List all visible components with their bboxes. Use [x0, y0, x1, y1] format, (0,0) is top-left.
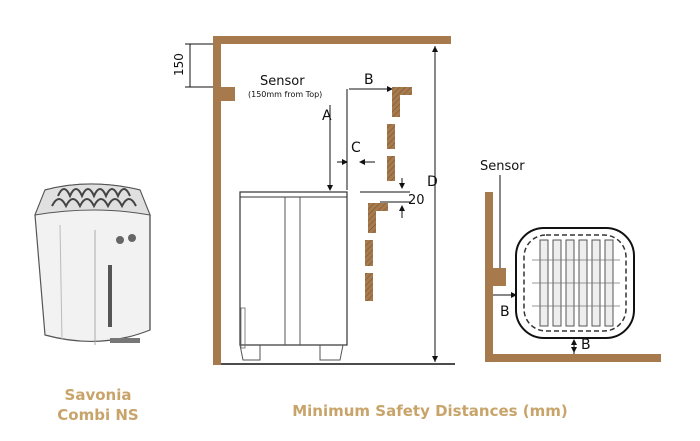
- dimension-20-label: 20: [408, 193, 425, 208]
- side-sensor-label: Sensor: [260, 74, 305, 89]
- product-name-line2: Combi NS: [57, 406, 139, 424]
- top-wall-bottom: [485, 354, 661, 362]
- side-wall-ceiling: [213, 36, 451, 44]
- label-d: D: [427, 174, 438, 190]
- side-view: 150 Sensor (150mm from Top) A B C D: [172, 36, 455, 365]
- label-c: C: [351, 140, 361, 156]
- top-label-b-side: B: [500, 304, 510, 320]
- heater-product-image: [34, 183, 151, 345]
- side-wall-left: [213, 36, 221, 365]
- product-name: Savonia Combi NS: [38, 385, 158, 425]
- diagram-title: Minimum Safety Distances (mm): [292, 402, 568, 420]
- side-sensor: [221, 87, 235, 101]
- product-name-line1: Savonia: [64, 386, 132, 404]
- dimension-150-label: 150: [172, 53, 186, 76]
- top-wall-left: [485, 192, 493, 362]
- top-view: Sensor B B: [480, 159, 661, 362]
- label-b: B: [364, 72, 374, 88]
- top-label-b-bottom: B: [581, 337, 591, 353]
- side-heater-body: [239, 191, 348, 346]
- side-sensor-note: (150mm from Top): [248, 90, 322, 99]
- top-sensor-label: Sensor: [480, 159, 525, 174]
- top-sensor: [493, 268, 506, 286]
- label-a: A: [322, 108, 332, 124]
